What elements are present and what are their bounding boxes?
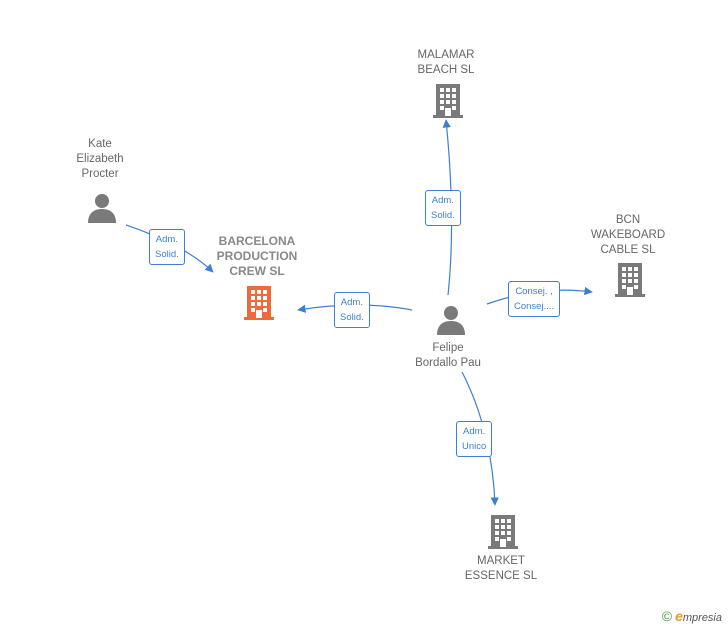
node-label-market[interactable]: MARKET ESSENCE SL: [464, 555, 538, 582]
building-icon[interactable]: [615, 263, 645, 297]
node-label-malamar[interactable]: MALAMAR BEACH SL: [417, 49, 475, 76]
building-icon[interactable]: [433, 84, 463, 118]
person-icon[interactable]: [88, 194, 116, 223]
edge-label-felipe-market[interactable]: Adm. Unico: [456, 421, 493, 457]
building-icon[interactable]: [244, 286, 274, 320]
node-label-felipe[interactable]: Felipe Bordallo Pau: [415, 342, 481, 369]
copyright-icon: ©: [661, 608, 673, 624]
brand-initial: e: [675, 608, 683, 624]
empresia-watermark: © empresia: [662, 608, 722, 624]
edge-label-felipe-malamar[interactable]: Adm. Solid.: [425, 190, 461, 226]
edge-label-felipe-barcelona[interactable]: Adm. Solid.: [334, 292, 370, 328]
node-label-barcelona[interactable]: BARCELONA PRODUCTION CREW SL: [216, 234, 298, 278]
edge-label-kate-barcelona[interactable]: Adm. Solid.: [149, 229, 185, 265]
brand-name: mpresia: [682, 612, 722, 624]
edge-label-felipe-bcn[interactable]: Consej. , Consej....: [508, 281, 561, 317]
person-icon[interactable]: [437, 306, 465, 335]
building-icon[interactable]: [488, 515, 518, 549]
node-label-kate[interactable]: Kate Elizabeth Procter: [76, 138, 124, 180]
node-label-bcn[interactable]: BCN WAKEBOARD CABLE SL: [590, 214, 666, 256]
